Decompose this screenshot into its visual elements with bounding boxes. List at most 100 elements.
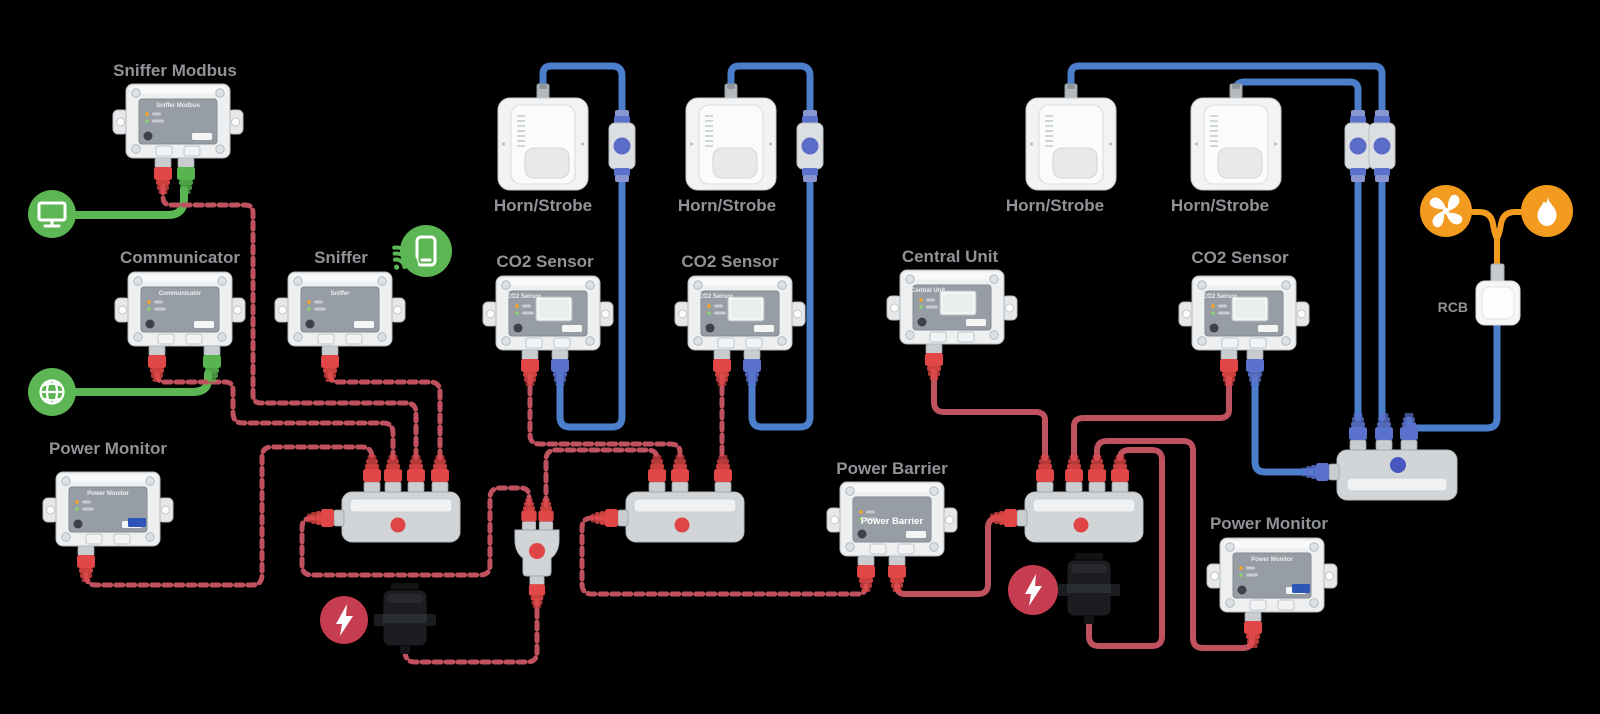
- sniffer-modbus-device: [112, 83, 244, 159]
- red-plug: [76, 545, 96, 583]
- horn-strobe-1-device: [497, 83, 589, 191]
- red-plug: [520, 498, 538, 531]
- red-plug: [147, 345, 167, 383]
- wire-blue-co2-3-to-bluehub: [1251, 374, 1324, 476]
- red-plug: [362, 454, 382, 493]
- wire-red-power-monitor-left-to-hub1: [83, 444, 375, 588]
- device-label-sniffer-modbus: Sniffer Modbus: [113, 61, 237, 80]
- rcb-device: [1475, 263, 1521, 326]
- device-label-communicator: Communicator: [120, 248, 240, 267]
- power-monitor-left-tag: [128, 518, 146, 527]
- fan-icon: [1429, 194, 1463, 228]
- red-plug: [430, 454, 450, 493]
- wire-blue-co2-1-to-horn1: [539, 62, 626, 431]
- red-plug: [712, 349, 732, 387]
- red-plug: [989, 508, 1028, 528]
- device-label-co2-sensor-3: CO2 Sensor: [1191, 248, 1289, 267]
- power-monitor-left-device: [42, 471, 174, 547]
- red-plug: [1064, 454, 1084, 493]
- device-label-central-unit: Central Unit: [902, 247, 999, 266]
- blue-plug: [1348, 412, 1368, 451]
- blue-isolator-4: [1368, 109, 1396, 183]
- wire-red-hub1-to-splitter: [299, 485, 532, 578]
- device-label-co2-sensor-1: CO2 Sensor: [496, 252, 594, 271]
- globe-badge: [28, 368, 76, 416]
- wire-red-sniffer-modbus-to-hub1: [160, 183, 419, 461]
- wire-red-adapter1-to-splitter: [402, 597, 540, 665]
- green-plug: [176, 157, 196, 195]
- printed-label: Sniffer Modbus: [156, 103, 200, 109]
- wire-red-co2-1-to-hub2: [527, 372, 683, 461]
- blue-plug: [550, 349, 570, 387]
- printed-label: Communicator: [159, 291, 202, 297]
- blue-plug: [742, 349, 762, 387]
- co2-sensor-1-device: [483, 276, 613, 350]
- printed-label: Sniffer: [330, 291, 350, 297]
- flame-icon: [1537, 197, 1557, 226]
- red-plug: [590, 508, 629, 528]
- printed-label: Central Unit: [911, 288, 945, 294]
- device-label-power-monitor-right: Power Monitor: [1210, 514, 1328, 533]
- red-plug: [528, 575, 546, 609]
- wire-red-adapter2-to-hub3: [1086, 447, 1165, 649]
- blue-isolator-3: [1344, 109, 1372, 183]
- printed-label: Power Barrier: [861, 516, 924, 527]
- power-surge-badge-right: [1008, 565, 1058, 615]
- device-label-horn-strobe-3: Horn/Strobe: [1006, 196, 1104, 215]
- blue-plug: [1301, 462, 1340, 482]
- wire-red-splitter-to-hub2: [543, 447, 660, 508]
- communicator-device: [114, 271, 246, 347]
- globe-icon: [39, 379, 65, 405]
- blue-isolator-1: [608, 109, 636, 183]
- wire-blue-rcb-to-bluehub: [1405, 322, 1501, 432]
- device-label-horn-strobe-2: Horn/Strobe: [678, 196, 776, 215]
- red-plug: [520, 349, 540, 387]
- wire-orange-flame-to-rcb: [1494, 209, 1524, 241]
- monitor-icon: [37, 201, 67, 228]
- device-label-sniffer: Sniffer: [314, 248, 368, 267]
- blue-isolator-2: [796, 109, 824, 183]
- red-plug: [406, 454, 426, 493]
- blue-plug: [1399, 412, 1419, 451]
- monitor-badge: [28, 190, 76, 238]
- power-monitor-right-device: [1206, 537, 1338, 613]
- co2-sensor-3-device: [1179, 276, 1309, 350]
- power-monitor-right-tag: [1292, 584, 1310, 593]
- wifi-icon: [392, 245, 419, 270]
- printed-label: Power Monitor: [1251, 557, 1293, 563]
- wire-orange-fan-to-rcb: [1470, 209, 1500, 241]
- wire-green-monitor-to-sniffer-modbus: [72, 186, 188, 219]
- smartphone-icon: [415, 235, 437, 267]
- device-label-power-monitor-left: Power Monitor: [49, 439, 167, 458]
- red-plug: [856, 555, 876, 593]
- central-unit-device: [887, 270, 1017, 344]
- wire-red-central-unit-to-hub3: [931, 369, 1048, 461]
- red-plug: [887, 555, 907, 593]
- power-adapter-left: [373, 582, 437, 655]
- device-label-horn-strobe-1: Horn/Strobe: [494, 196, 592, 215]
- wire-red-co2-3-to-hub3: [1071, 375, 1232, 461]
- red-plug: [383, 454, 403, 493]
- hub-3: [1024, 491, 1144, 543]
- wire-blue-horn3-to-bluehub: [1067, 62, 1386, 422]
- red-plug: [1243, 611, 1263, 649]
- horn-strobe-2-device: [685, 83, 777, 191]
- red-plug: [647, 454, 667, 493]
- hub-2: [625, 491, 745, 543]
- red-plug: [1035, 454, 1055, 493]
- blue-plug: [1245, 349, 1265, 387]
- printed-label: Power Monitor: [87, 491, 129, 497]
- horn-strobe-3-device: [1025, 83, 1117, 191]
- device-label-power-barrier: Power Barrier: [836, 459, 948, 478]
- flame-badge: [1521, 185, 1573, 237]
- horn-strobe-4-device: [1190, 83, 1282, 191]
- smartphone-badge: [392, 225, 452, 277]
- red-plug: [306, 508, 345, 528]
- printed-label: CO2 Sensor: [1203, 294, 1238, 300]
- printed-label: CO2 Sensor: [699, 294, 734, 300]
- hub-blue: [1336, 449, 1458, 501]
- wire-red-communicator-to-hub1: [154, 371, 396, 461]
- wire-blue-co2-2-to-horn2: [727, 62, 814, 431]
- red-plug: [537, 498, 555, 531]
